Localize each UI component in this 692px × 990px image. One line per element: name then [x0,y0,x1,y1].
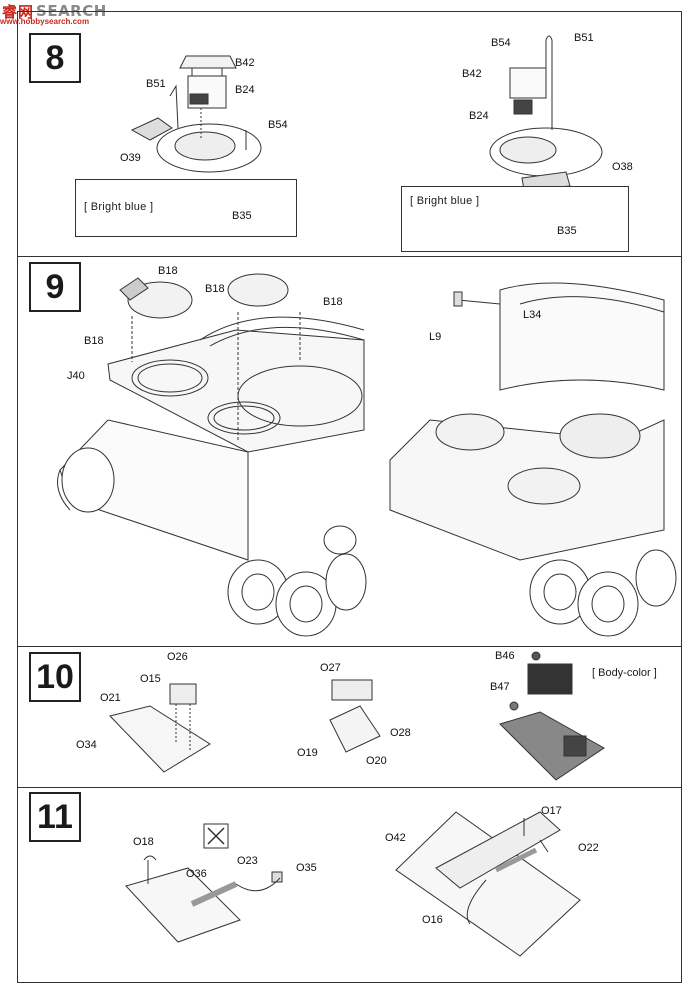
label-b47: B47 [490,681,510,693]
part-o28 [330,706,380,752]
divider-9-10 [17,646,682,647]
handle-o39-left [132,118,172,140]
label-o28: O28 [390,727,411,739]
bright-blue-note-right: [ Bright blue ] [410,195,480,207]
hatch-ring-left [157,124,261,172]
label-o39: O39 [120,152,141,164]
divider-8-9 [17,256,682,257]
part-periscope [528,664,572,694]
label-l9: L9 [429,331,442,343]
hatch-plate-assembled [500,712,604,780]
body-color-note: [ Body-color ] [592,667,657,679]
hatch-hole-2 [208,402,280,434]
note-box-left [75,179,297,237]
hatch-plate-step11-left [126,868,240,942]
label-b18-a: B18 [158,265,178,277]
label-l34: L34 [523,309,542,321]
label-b46: B46 [495,650,515,662]
label-o35: O35 [296,862,317,874]
label-b18-d: B18 [84,335,104,347]
hatch-inner-right [500,137,556,163]
label-o21: O21 [100,692,121,704]
label-j40: J40 [67,370,85,382]
label-o42: O42 [385,832,406,844]
label-o16: O16 [422,914,443,926]
label-b24-right: B24 [469,110,489,122]
label-o17: O17 [541,805,562,817]
label-o34: O34 [76,739,97,751]
label-b51-right: B51 [574,32,594,44]
label-o19: O19 [297,747,318,759]
label-o18: O18 [133,836,154,848]
part-b24-left [190,94,208,104]
step-9-number: 9 [29,262,81,312]
road-wheels-left [228,526,366,636]
part-b24-right [514,100,532,114]
road-wheels-right [530,550,676,636]
part-o26 [170,684,196,704]
part-b42-right [510,68,546,98]
label-b24-left: B24 [235,84,255,96]
hatch-hole-1 [132,360,208,396]
hatch-plate-o34 [110,706,210,772]
label-o36: O36 [186,868,207,880]
bright-blue-note-left: [ Bright blue ] [84,201,154,213]
note-box-right [401,186,629,252]
label-b35-left: B35 [232,210,252,222]
label-o15: O15 [140,673,161,685]
label-o27: O27 [320,662,341,674]
step-11-number: 11 [29,792,81,842]
label-b54-left: B54 [268,119,288,131]
turret-basket-right [500,283,664,390]
label-b54-right: B54 [491,37,511,49]
label-b18-b: B18 [205,283,225,295]
label-b42-left: B42 [235,57,255,69]
step-10-number: 10 [29,652,81,702]
label-o23: O23 [237,855,258,867]
hatch-inner-left [175,132,235,160]
label-o26: O26 [167,651,188,663]
hatch-closed-left [228,274,288,306]
label-o20: O20 [366,755,387,767]
part-o27 [332,680,372,700]
step-8-number: 8 [29,33,81,83]
label-b51-left: B51 [146,78,166,90]
label-b35-right: B35 [557,225,577,237]
watermark-url: www.hobbysearch.com [0,17,90,26]
hatch-plate-step11-right [396,812,580,956]
label-o38: O38 [612,161,633,173]
divider-10-11 [17,787,682,788]
label-b42-right: B42 [462,68,482,80]
instruction-frame [17,11,682,983]
label-o22: O22 [578,842,599,854]
label-b18-c: B18 [323,296,343,308]
